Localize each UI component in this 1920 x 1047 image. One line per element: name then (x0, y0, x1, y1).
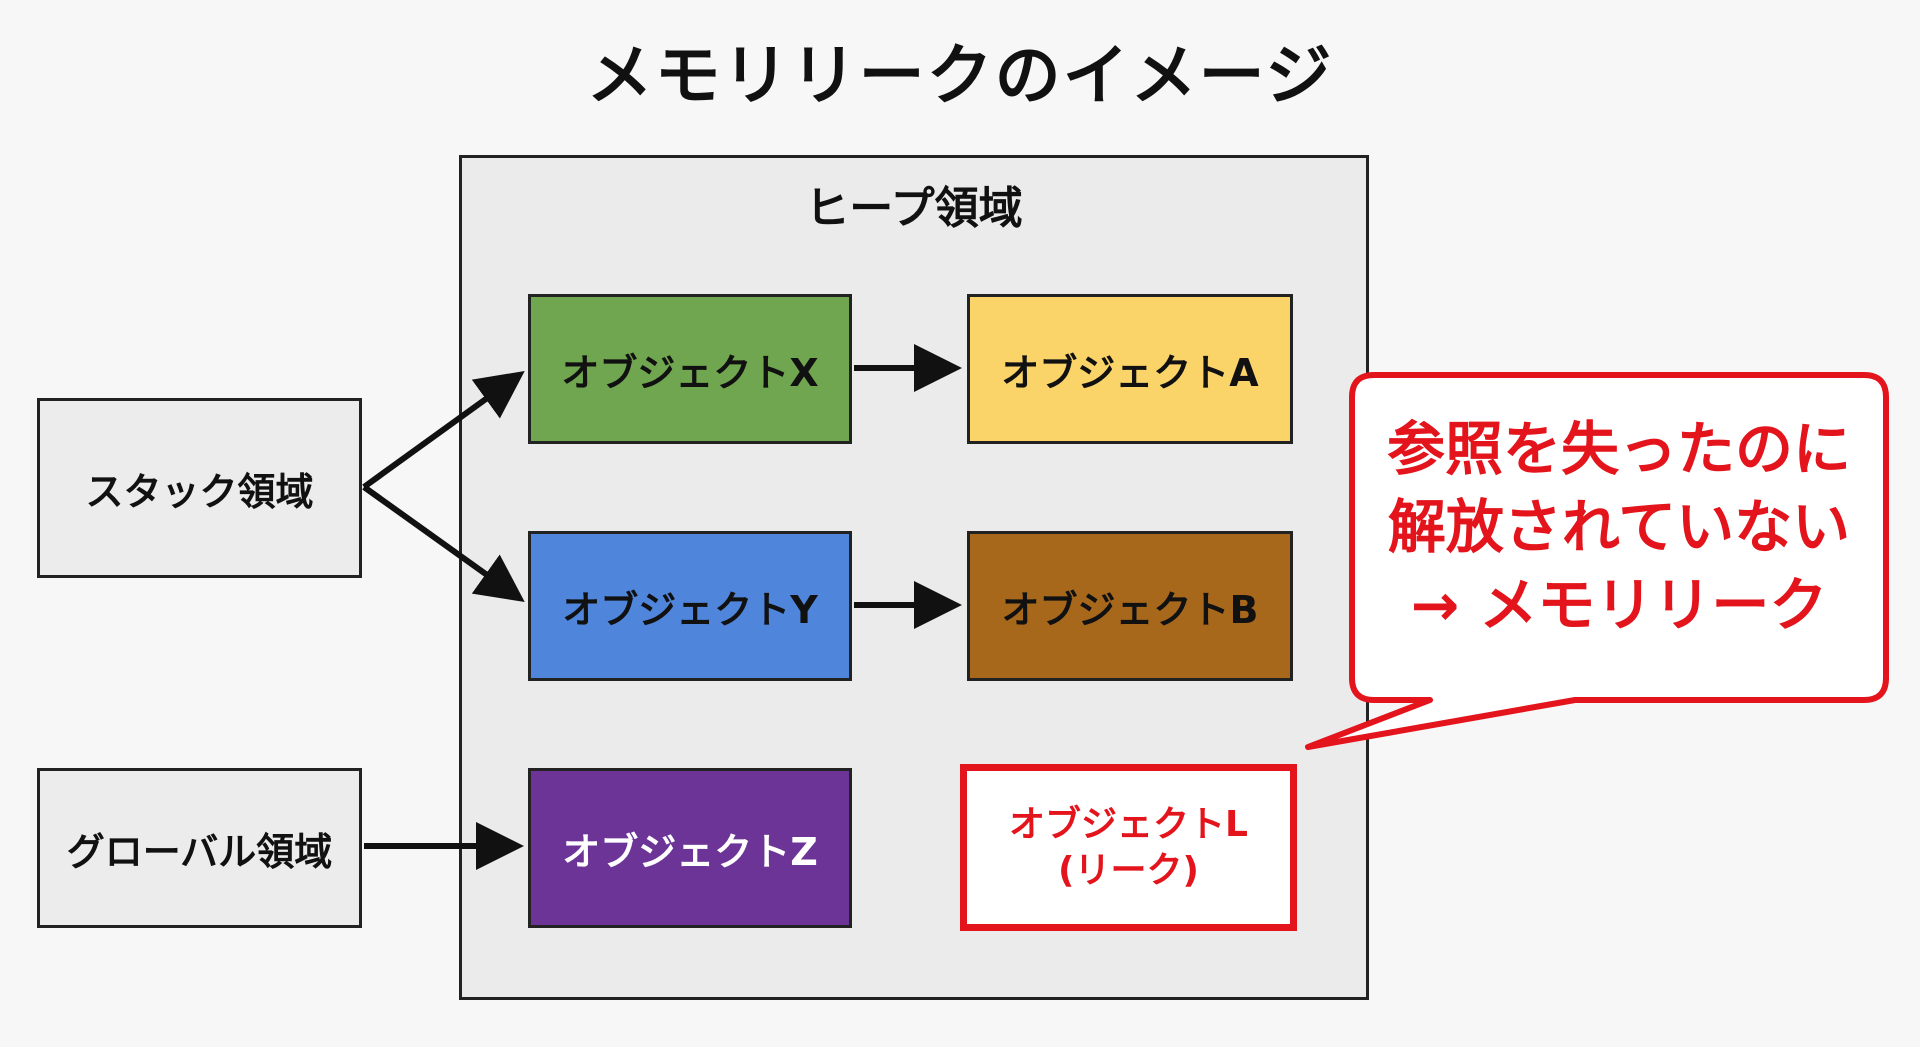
object-l-leaked: オブジェクトL (リーク) (960, 764, 1297, 931)
object-b: オブジェクトB (967, 531, 1293, 681)
global-region-label: グローバル領域 (66, 829, 333, 874)
object-l-leak-note: (リーク) (1058, 849, 1199, 891)
heap-region-label: ヒープ領域 (805, 183, 1023, 234)
object-l-label: オブジェクトL (1009, 803, 1248, 845)
object-x-label: オブジェクトX (561, 350, 819, 395)
object-y: オブジェクトY (528, 531, 852, 681)
object-z: オブジェクトZ (528, 768, 852, 928)
arrow-stack-to-x (362, 370, 525, 490)
arrow-stack-to-y (362, 484, 525, 602)
global-region: グローバル領域 (37, 768, 362, 928)
object-b-label: オブジェクトB (1001, 587, 1259, 632)
callout-line-3: → メモリリーク (1410, 571, 1828, 639)
callout-line-2: 解放されていない (1387, 493, 1851, 561)
callout-text: 参照を失ったのに 解放されていない → メモリリーク (1349, 410, 1889, 644)
callout-line-1: 参照を失ったのに (1386, 415, 1851, 483)
diagram-title: メモリリークのイメージ (586, 37, 1334, 114)
object-x: オブジェクトX (528, 294, 852, 444)
object-a: オブジェクトA (967, 294, 1293, 444)
stack-region: スタック領域 (37, 398, 362, 578)
stack-region-label: スタック領域 (85, 469, 314, 514)
callout-bubble (1305, 372, 1889, 750)
object-z-label: オブジェクトZ (562, 829, 818, 874)
object-y-label: オブジェクトY (562, 587, 818, 632)
object-a-label: オブジェクトA (1001, 350, 1259, 395)
